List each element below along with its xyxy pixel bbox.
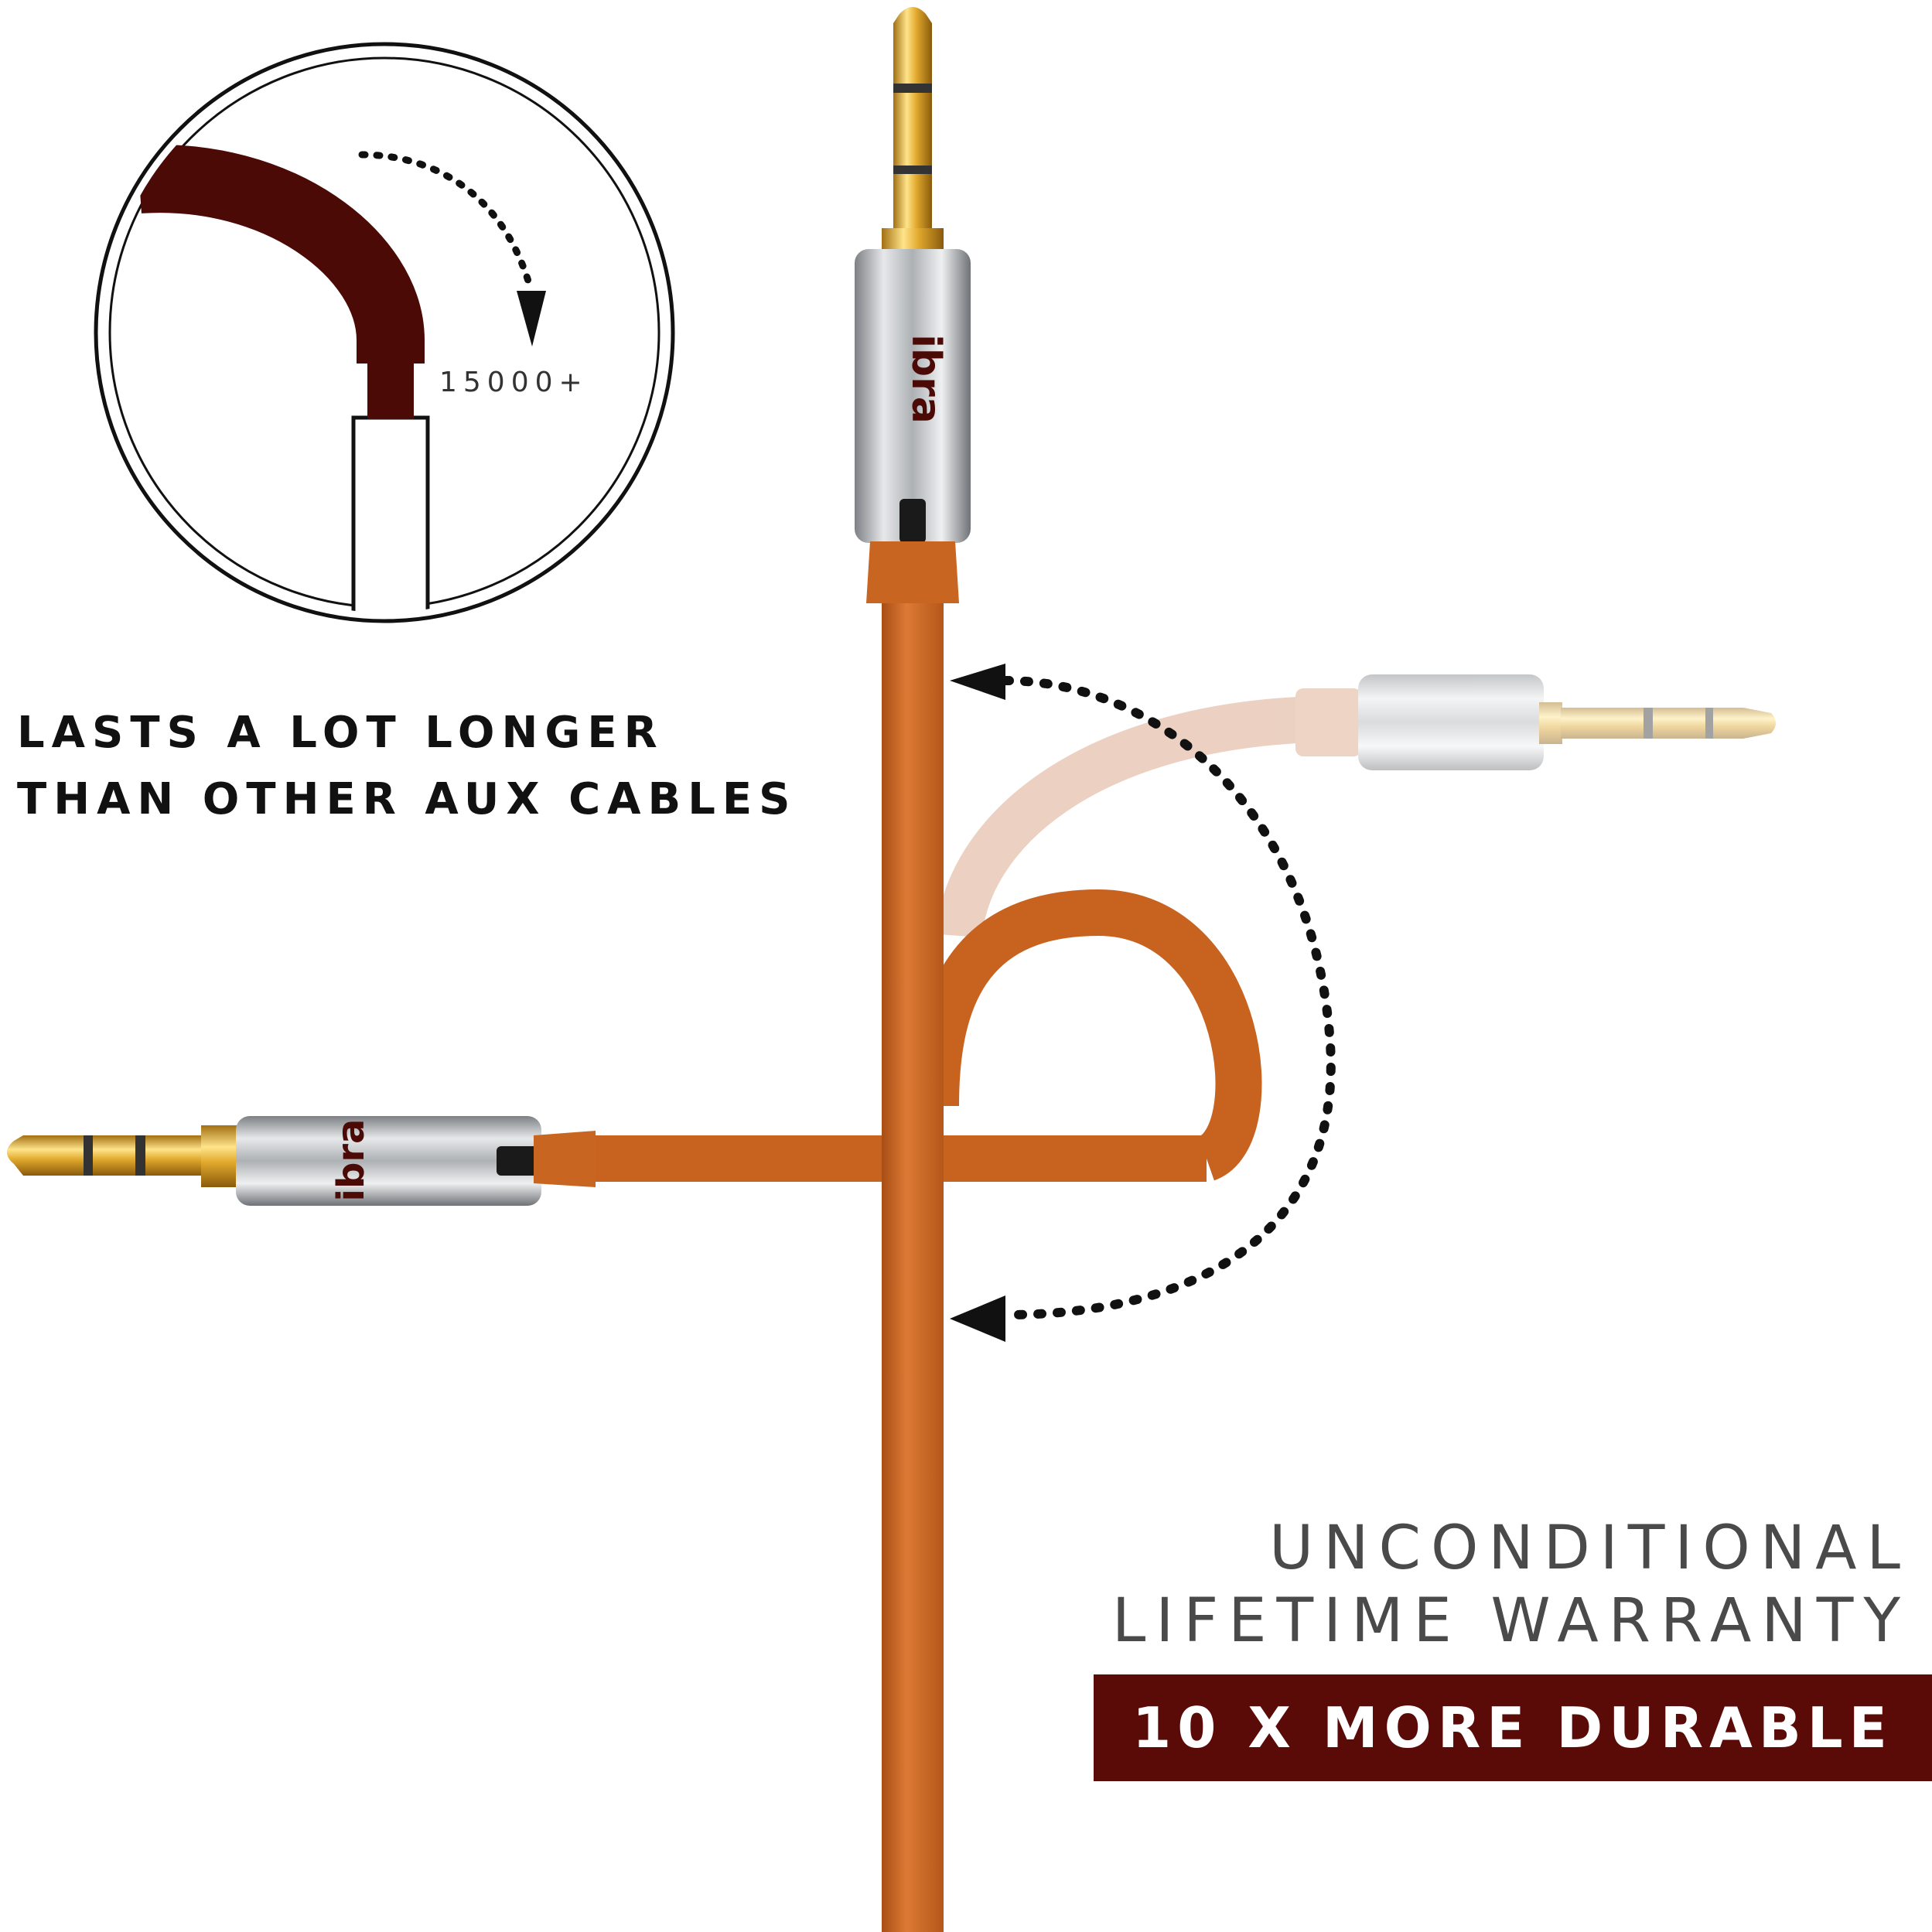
durable-badge-bg	[1094, 1674, 1932, 1781]
left-audio-jack-icon: ibra	[7, 1116, 596, 1206]
warranty-caption: UNCONDITIONAL LIFETIME WARRANTY	[1112, 1512, 1910, 1657]
warranty-caption-line2: LIFETIME WARRANTY	[1111, 1586, 1910, 1656]
plug-housing-outline	[351, 415, 430, 613]
bend-count-label: 15000+	[439, 367, 589, 398]
durability-caption-line2: THAN OTHER AUX CABLES	[17, 774, 797, 824]
faded-connector	[936, 674, 1776, 939]
warranty-caption-line1: UNCONDITIONAL	[1269, 1514, 1910, 1583]
bend-arrow-icon	[358, 151, 546, 346]
brand-logo-left: ibra	[329, 1119, 373, 1202]
durability-caption: LASTS A LOT LONGER THAN OTHER AUX CABLES	[17, 700, 797, 833]
durable-badge: 10 X MORE DURABLE	[1132, 1695, 1893, 1760]
top-audio-jack-icon: ibra	[855, 7, 971, 603]
durability-caption-line1: LASTS A LOT LONGER	[17, 708, 664, 758]
main-cable	[882, 572, 944, 1932]
dotted-arrow-icon	[950, 664, 1336, 1342]
bent-cable	[137, 145, 425, 364]
brand-logo: ibra	[903, 334, 949, 424]
bend-test-diagram: 15000+	[94, 42, 675, 623]
